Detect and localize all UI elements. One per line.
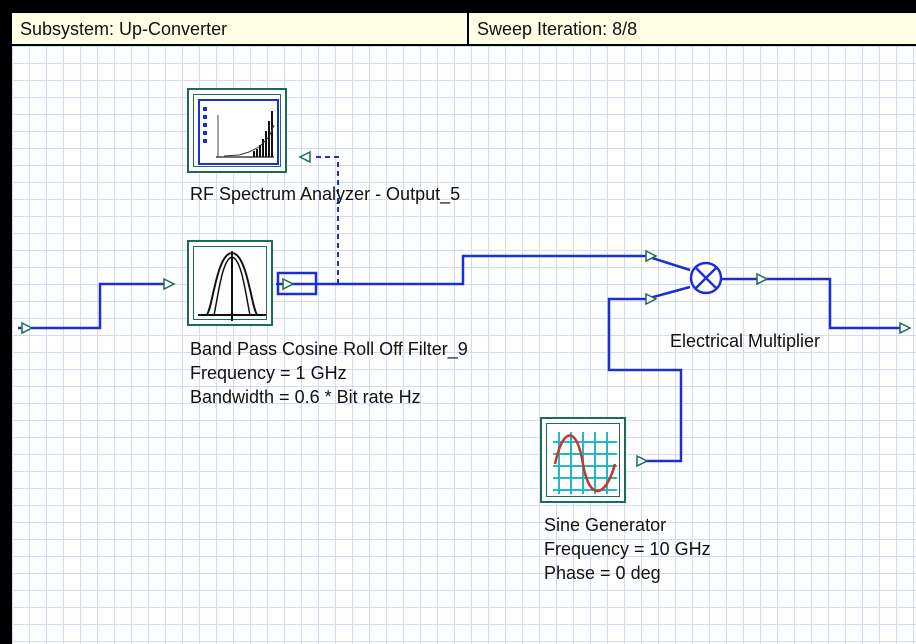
analyzer-input-port [298, 150, 311, 164]
window-frame-top [0, 0, 916, 12]
sine-wave-icon [551, 428, 619, 496]
filter-name: Band Pass Cosine Roll Off Filter_9 [190, 339, 468, 359]
output-port [899, 321, 912, 335]
subsystem-title: Subsystem: Up-Converter [12, 12, 469, 46]
bandpass-filter-block[interactable] [187, 240, 273, 326]
filter-to-multiplier-wire [276, 254, 691, 286]
multiplier-name: Electrical Multiplier [670, 331, 821, 351]
filter-input-port [163, 277, 176, 291]
sine-generator-name: Sine Generator [544, 515, 667, 535]
multiplier-input-port-1 [645, 249, 658, 263]
sine-generator-phase: Phase = 0 deg [544, 563, 661, 583]
spectrum-analyzer-icon [198, 99, 279, 165]
input-port [21, 321, 34, 335]
window-frame-left [0, 0, 12, 644]
multiplier-output-wire [742, 277, 906, 330]
multiplier-output-port [756, 272, 769, 286]
multiplier-symbol [689, 261, 742, 295]
layout-grid [12, 46, 916, 644]
analyzer-link-wire [316, 156, 339, 284]
filter-bandwidth: Bandwidth = 0.6 * Bit rate Hz [190, 387, 421, 407]
spectrum-analyzer-name: RF Spectrum Analyzer - Output_5 [190, 184, 461, 204]
multiplier-input-port-2 [645, 292, 658, 306]
filter-output-port [282, 277, 295, 291]
filter-frequency: Frequency = 1 GHz [190, 363, 347, 383]
filter-output-junction [276, 271, 318, 296]
spectrum-analyzer-block[interactable] [187, 88, 287, 173]
sine-generator-frequency: Frequency = 10 GHz [544, 539, 711, 559]
input-wire [18, 282, 170, 330]
sine-generator-block[interactable] [540, 417, 626, 503]
sweep-iteration-label: Sweep Iteration: 8/8 [469, 12, 916, 46]
bandpass-filter-icon [198, 251, 266, 321]
sine-output-port [636, 454, 649, 468]
